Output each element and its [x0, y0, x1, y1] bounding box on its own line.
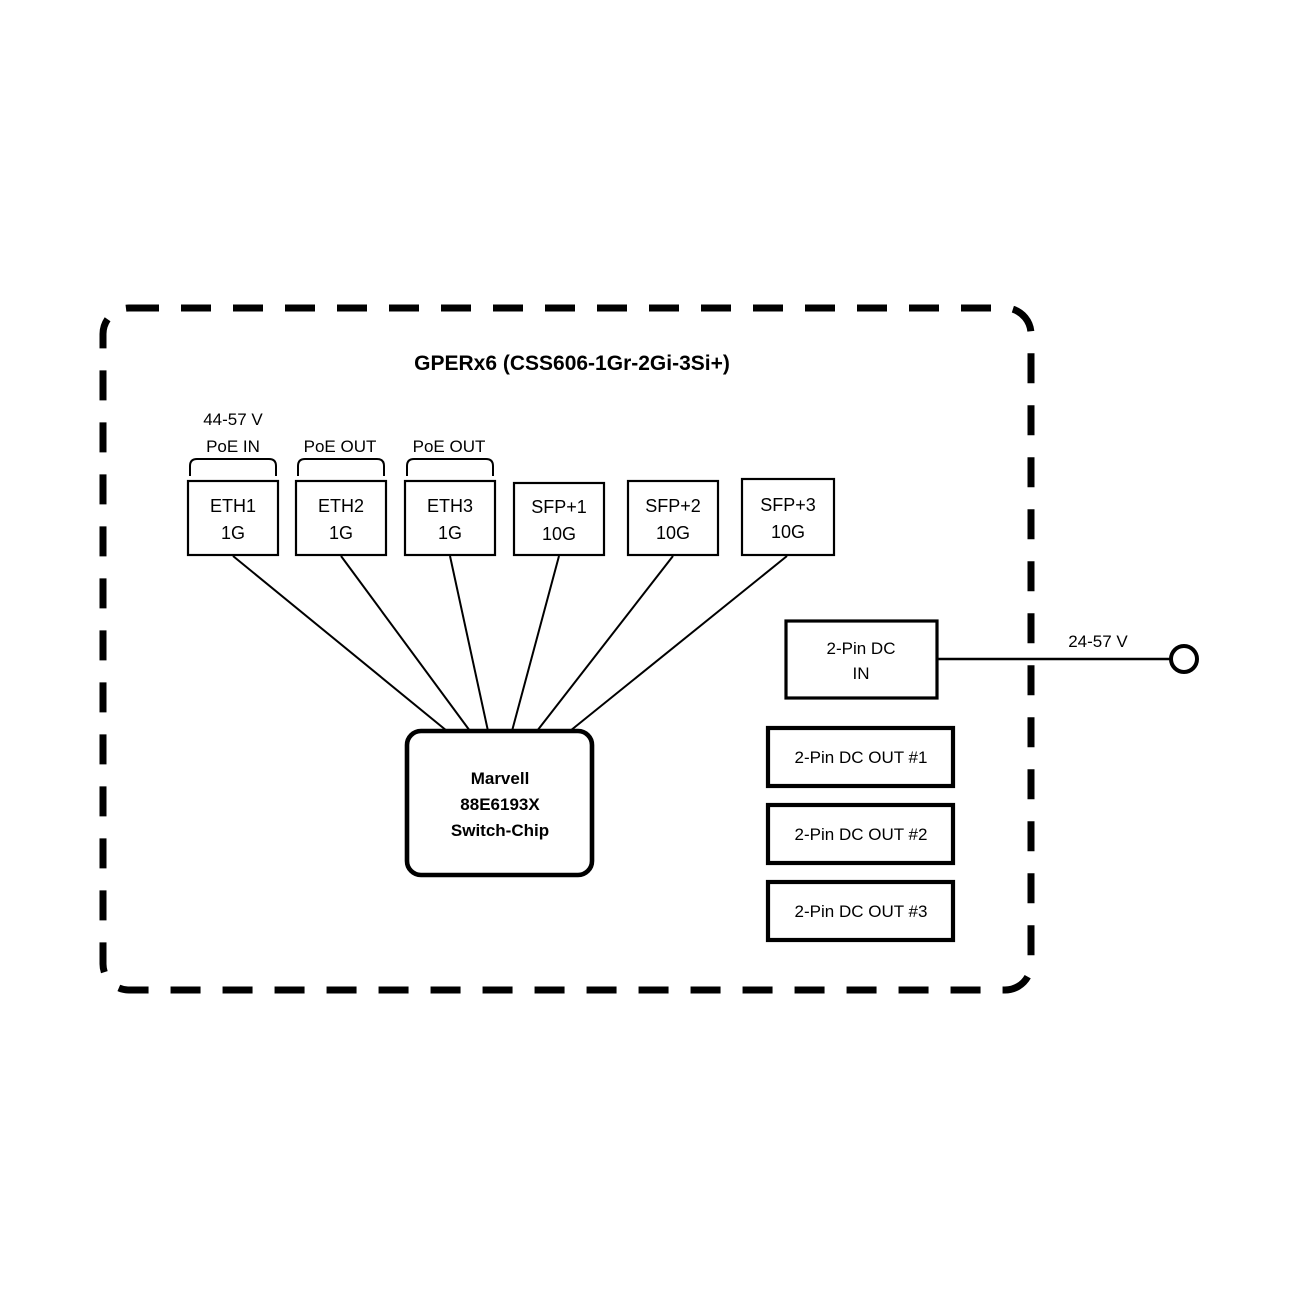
port-name-eth1: ETH1: [210, 496, 256, 516]
link-eth2-to-chip: [340, 555, 471, 732]
switch-chip-vendor: Marvell: [471, 769, 530, 788]
dc-in-voltage-label: 24-57 V: [1068, 632, 1128, 651]
port-speed-sfp1: 10G: [542, 524, 576, 544]
port-speed-eth3: 1G: [438, 523, 462, 543]
poe-bracket-eth1: [189, 458, 277, 476]
dc-out-box-2[interactable]: [765, 802, 956, 866]
poe-bracket-eth2: [297, 458, 385, 476]
port-speed-sfp3: 10G: [771, 522, 805, 542]
dc-out-box-1[interactable]: [765, 725, 956, 789]
port-speed-eth2: 1G: [329, 523, 353, 543]
dc-out-label-1: 2-Pin DC OUT #1: [795, 748, 928, 767]
link-sfp2-to-chip: [536, 555, 674, 732]
poe-bracket-eth3: [406, 458, 494, 476]
switch-chip-type: Switch-Chip: [451, 821, 549, 840]
link-eth3-to-chip: [449, 555, 489, 732]
port-box-eth2[interactable]: [294, 479, 388, 557]
dc-in-label-line2: IN: [853, 664, 870, 683]
dc-in-terminal-circle[interactable]: [1169, 644, 1199, 674]
poe-label-eth1: PoE IN: [206, 437, 260, 456]
port-box-sfp1[interactable]: [512, 481, 606, 557]
device-boundary: [99, 304, 1035, 994]
page-title: GPERx6 (CSS606-1Gr-2Gi-3Si+): [414, 352, 730, 375]
poe-label-eth3: PoE OUT: [413, 437, 486, 456]
dc-out-box-3[interactable]: [765, 879, 956, 943]
dc-out-label-2: 2-Pin DC OUT #2: [795, 825, 928, 844]
dc-out-label-3: 2-Pin DC OUT #3: [795, 902, 928, 921]
switch-chip-model: 88E6193X: [460, 795, 540, 814]
poe-label-eth2: PoE OUT: [304, 437, 377, 456]
port-name-sfp1: SFP+1: [531, 497, 587, 517]
port-name-sfp3: SFP+3: [760, 495, 816, 515]
link-eth1-to-chip: [232, 555, 448, 732]
port-name-eth2: ETH2: [318, 496, 364, 516]
port-name-sfp2: SFP+2: [645, 496, 701, 516]
switch-chip-box[interactable]: [404, 728, 595, 878]
port-box-eth1[interactable]: [186, 479, 280, 557]
link-sfp1-to-chip: [511, 555, 560, 732]
dc-in-label-line1: 2-Pin DC: [827, 639, 896, 658]
port-box-sfp3[interactable]: [740, 477, 836, 557]
port-box-sfp2[interactable]: [626, 479, 720, 557]
poe-in-voltage-label: 44-57 V: [203, 410, 263, 429]
port-box-eth3[interactable]: [403, 479, 497, 557]
port-speed-sfp2: 10G: [656, 523, 690, 543]
port-speed-eth1: 1G: [221, 523, 245, 543]
dc-in-box[interactable]: [784, 619, 939, 700]
port-name-eth3: ETH3: [427, 496, 473, 516]
link-sfp3-to-chip: [569, 555, 788, 732]
